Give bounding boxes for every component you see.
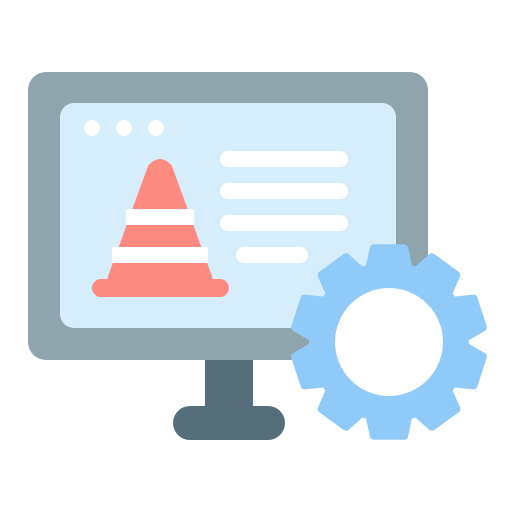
window-dot [148, 120, 164, 136]
text-lines [220, 151, 348, 263]
text-line [220, 215, 348, 231]
traffic-cone-base [92, 279, 229, 297]
text-line [220, 151, 348, 167]
gear-center [335, 288, 443, 396]
text-line [236, 247, 308, 263]
monitor-stand-neck [205, 350, 253, 412]
window-dots [84, 120, 164, 136]
gear-icon [291, 244, 487, 440]
window-dot [84, 120, 100, 136]
monitor-stand-base [173, 406, 285, 440]
window-dot [116, 120, 132, 136]
traffic-cone-stripe [126, 209, 194, 225]
traffic-cone-icon [92, 159, 229, 297]
text-line [220, 183, 348, 199]
traffic-cone-stripe [112, 247, 208, 263]
monitor-stand [173, 350, 285, 440]
